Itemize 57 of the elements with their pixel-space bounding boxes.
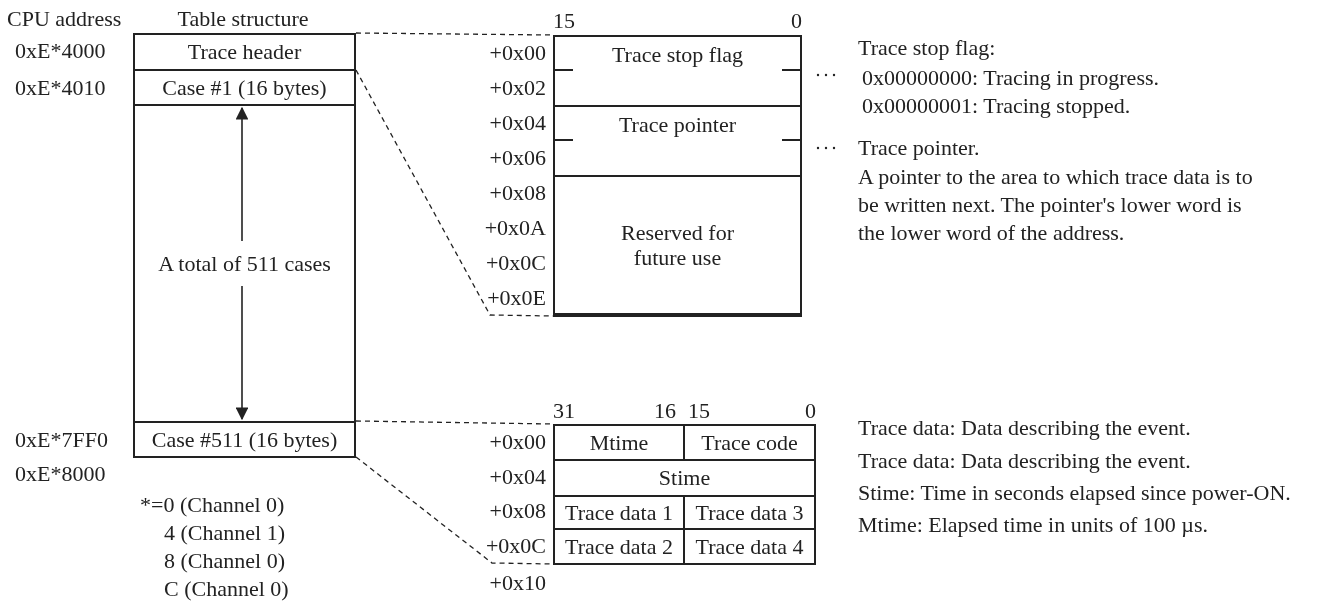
address-label: 0xE*7FF0 xyxy=(15,429,108,451)
bit-number: 31 xyxy=(553,400,575,422)
bit-number: 15 xyxy=(553,10,575,32)
field-description: Mtime: Elapsed time in units of 100 µs. xyxy=(858,514,1208,536)
field-name: Trace data 1 xyxy=(565,499,673,526)
field-description: Trace data: Data describing the event. xyxy=(858,417,1191,439)
offset-label: +0x08 xyxy=(489,500,546,522)
table-row xyxy=(133,33,356,71)
address-label: 0xE*4000 xyxy=(15,40,106,62)
table-row xyxy=(133,421,356,458)
field-name: Trace data 4 xyxy=(695,533,804,560)
channel-note: 8 (Channel 0) xyxy=(164,550,285,572)
field-description: A pointer to the area to which trace data is to be written next. The pointer's lower word is the lower word of the address. xyxy=(858,163,1254,247)
field-name: Trace data 3 xyxy=(695,499,804,526)
offset-label: +0x04 xyxy=(489,112,546,134)
channel-note: *=0 (Channel 0) xyxy=(140,494,285,516)
field-name: Case #511 (16 bytes) xyxy=(151,426,338,453)
field-name: A total of 511 cases xyxy=(158,250,331,277)
field-name: Stime xyxy=(658,465,711,491)
column-heading: CPU address xyxy=(7,8,122,30)
table-region xyxy=(133,104,356,423)
bit-number: 16 xyxy=(654,400,676,422)
address-label: 0xE*8000 xyxy=(15,463,106,485)
field-name: Trace header xyxy=(187,39,302,65)
field-name: Mtime xyxy=(589,429,649,456)
address-label: 0xE*4010 xyxy=(15,77,106,99)
offset-label: +0x0A xyxy=(484,217,546,239)
bit-number: 0 xyxy=(791,10,802,32)
field-name: Trace pointer xyxy=(618,112,737,138)
field-name: Case #1 (16 bytes) xyxy=(162,74,327,101)
offset-label: +0x00 xyxy=(489,42,546,64)
bit-number: 15 xyxy=(688,400,710,422)
offset-label: +0x00 xyxy=(489,431,546,453)
offset-label: +0x10 xyxy=(489,572,546,594)
field-description: 0x00000001: Tracing stopped. xyxy=(862,95,1131,117)
offset-label: +0x06 xyxy=(489,147,546,169)
offset-label: +0x08 xyxy=(489,182,546,204)
offset-label: +0x0C xyxy=(485,535,546,557)
channel-note: 4 (Channel 1) xyxy=(164,522,285,544)
table-row xyxy=(133,69,356,106)
field-description: Stime: Time in seconds elapsed since power-ON. xyxy=(858,482,1291,504)
channel-note: C (Channel 0) xyxy=(164,578,289,600)
field-name: Trace data 2 xyxy=(565,533,673,560)
offset-label: +0x02 xyxy=(489,77,546,99)
offset-label: +0x04 xyxy=(489,466,546,488)
bit-number: 0 xyxy=(805,400,816,422)
field-description: Trace pointer. xyxy=(858,137,980,159)
field-description: Trace stop flag: xyxy=(858,37,996,59)
field-name: Reserved for future use xyxy=(620,219,735,271)
field-name: Trace code xyxy=(701,429,798,456)
field-description: Trace data: Data describing the event. xyxy=(858,450,1191,472)
column-heading: Table structure xyxy=(177,8,309,30)
field-description: 0x00000000: Tracing in progress. xyxy=(862,67,1159,89)
field-name: Trace stop flag xyxy=(611,42,744,68)
offset-label: +0x0C xyxy=(485,252,546,274)
offset-label: +0x0E xyxy=(487,287,546,309)
register-table xyxy=(553,35,802,317)
